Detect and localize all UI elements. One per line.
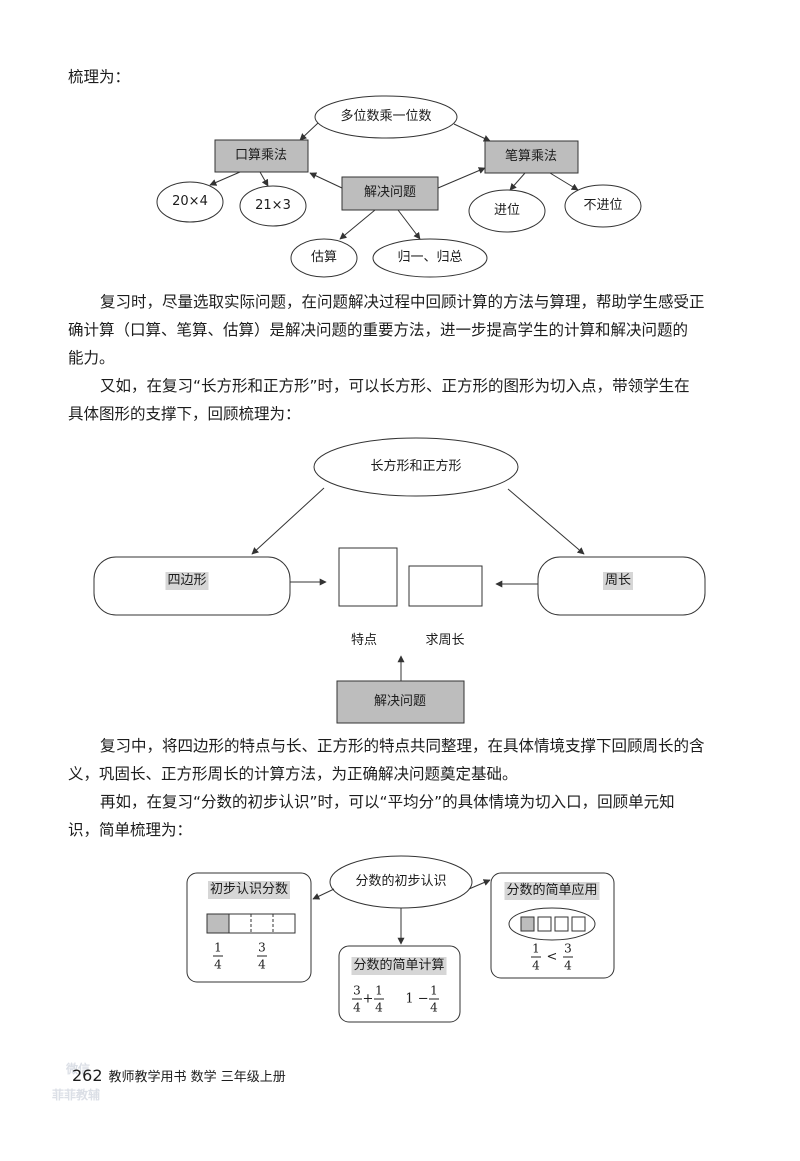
d1-written-label: 笔算乘法 bbox=[504, 149, 558, 164]
text-line: 确计算（口算、笔算、估算）是解决问题的重要方法，进一步提高学生的计算和解决问题的 bbox=[68, 321, 689, 339]
text-line: 义，巩固长、正方形周长的计算方法，为正确解决问题奠定基础。 bbox=[68, 765, 518, 783]
d1-center-label: 多位数乘一位数 bbox=[340, 109, 432, 124]
d1-nocarry-ellipse bbox=[564, 184, 642, 228]
d3-right-title: 分数的简单应用 bbox=[504, 882, 600, 900]
d1-estimate-ellipse bbox=[290, 238, 358, 278]
d1-carry-ellipse bbox=[468, 189, 546, 233]
page-number: 262 bbox=[72, 1066, 103, 1085]
text-line: 梳理为： bbox=[68, 68, 131, 86]
d1-unitize-ellipse bbox=[372, 238, 488, 278]
d2-solve-label: 解决问题 bbox=[373, 694, 427, 709]
text-line: 具体图形的支撑下，回顾梳理为： bbox=[68, 405, 301, 423]
plus-sign: + bbox=[362, 991, 374, 1007]
text-line: 复习时，尽量选取实际问题，在问题解决过程中回顾计算的方法与算理，帮助学生感受正 bbox=[100, 293, 705, 311]
d1-unitize-label: 归一、归总 bbox=[397, 250, 463, 265]
d2-solve-box bbox=[336, 680, 465, 724]
d1-ex2-ellipse bbox=[239, 185, 307, 227]
d1-center-ellipse bbox=[314, 95, 458, 139]
d1-nocarry-label: 不进位 bbox=[583, 198, 623, 213]
shaded-quarter bbox=[206, 913, 230, 934]
d2-quad-label: 四边形 bbox=[165, 572, 209, 590]
minus-expression: 1 − bbox=[405, 991, 429, 1007]
text-line: 再如，在复习“分数的初步认识”时，可以“平均分”的具体情境为切入口，回顾单元知 bbox=[100, 793, 675, 811]
d3-bottom-title: 分数的简单计算 bbox=[351, 957, 447, 975]
square-shape bbox=[338, 547, 398, 607]
d1-ex1-label: 20×4 bbox=[172, 194, 208, 209]
d1-written-box bbox=[484, 140, 579, 174]
d1-estimate-label: 估算 bbox=[310, 250, 338, 265]
watermark: 微信 菲菲教辅 bbox=[52, 1062, 101, 1102]
d3-left-title: 初步认识分数 bbox=[207, 881, 291, 899]
text-line: 又如，在复习“长方形和正方形”时，可以长方形、正方形的图形为切入点，带领学生在 bbox=[100, 377, 690, 395]
less-than-sign: < bbox=[546, 949, 558, 965]
book-title: 教师教学用书 数学 三年级上册 bbox=[108, 1070, 286, 1085]
d3-center-label: 分数的初步认识 bbox=[355, 874, 447, 889]
d2-feature-label: 特点 bbox=[350, 633, 378, 648]
text-line: 能力。 bbox=[68, 349, 115, 367]
d2-center-ellipse bbox=[313, 437, 519, 497]
d2-findper-label: 求周长 bbox=[425, 633, 465, 648]
rectangle-shape bbox=[408, 565, 483, 607]
d1-solve-label: 解决问题 bbox=[363, 185, 417, 200]
d1-ex1-ellipse bbox=[156, 181, 224, 223]
d1-oral-box bbox=[214, 139, 309, 173]
d1-oral-label: 口算乘法 bbox=[234, 148, 288, 163]
fraction-oval bbox=[508, 907, 596, 941]
d1-solve-box bbox=[341, 176, 439, 211]
d1-ex2-label: 21×3 bbox=[255, 198, 291, 213]
d2-center-label: 长方形和正方形 bbox=[370, 459, 462, 474]
text-line: 识，简单梳理为： bbox=[68, 821, 193, 839]
page-footer: 262 教师教学用书 数学 三年级上册 bbox=[72, 1066, 286, 1085]
d2-perimeter-label: 周长 bbox=[602, 572, 634, 590]
d1-carry-label: 进位 bbox=[493, 203, 521, 218]
text-line: 复习中，将四边形的特点与长、正方形的特点共同整理，在具体情境支撑下回顾周长的含 bbox=[100, 737, 705, 755]
